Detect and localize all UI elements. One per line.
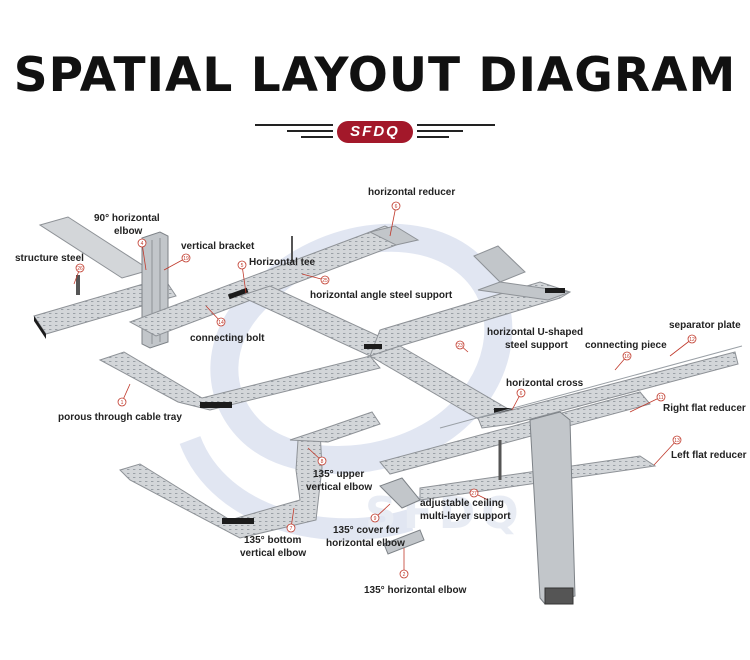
label-upper-elbow-line2: vertical elbow — [306, 482, 372, 493]
divider-line — [287, 130, 333, 132]
svg-text:8: 8 — [321, 459, 324, 465]
tray-top-left — [33, 216, 177, 339]
svg-text:12: 12 — [689, 337, 695, 343]
callout-horizontal-cross: 6 — [516, 388, 526, 398]
label-horizontal-tee: Horizontal tee — [249, 257, 316, 268]
callouts: 6 4 19 26 5 25 14 23 12 16 6 1 11 13 8 2… — [75, 201, 697, 579]
callout-ceiling-support: 27 — [469, 488, 479, 498]
svg-text:9: 9 — [374, 516, 377, 522]
label-right-reducer: Right flat reducer — [663, 403, 746, 414]
label-u-support-line2: steel support — [505, 340, 568, 351]
label-bottom-elbow-line2: vertical elbow — [240, 548, 306, 559]
callout-vertical-bracket: 19 — [181, 253, 191, 263]
label-left-reducer: Left flat reducer — [671, 450, 747, 461]
label-separator-plate: separator plate — [669, 320, 741, 331]
svg-text:19: 19 — [183, 256, 189, 262]
divider-line — [417, 124, 495, 126]
callout-elbow-90: 4 — [137, 238, 147, 248]
callout-connecting-piece: 16 — [622, 351, 632, 361]
divider-line — [255, 124, 333, 126]
brand-divider: SFDQ — [0, 118, 750, 148]
callout-u-support: 23 — [455, 340, 465, 350]
callout-structure-steel: 26 — [75, 263, 85, 273]
label-horizontal-cross: horizontal cross — [506, 378, 584, 389]
label-angle-support: horizontal angle steel support — [310, 290, 453, 301]
label-upper-elbow-line1: 135° upper — [313, 469, 364, 480]
svg-text:23: 23 — [457, 343, 463, 349]
svg-text:6: 6 — [520, 391, 523, 397]
label-connecting-bolt: connecting bolt — [190, 333, 265, 344]
label-cover-elbow-line1: 135° cover for — [333, 525, 399, 536]
label-porous-tray: porous through cable tray — [58, 412, 182, 423]
callout-right-reducer: 11 — [656, 392, 666, 402]
callout-upper-elbow: 8 — [317, 456, 327, 466]
tray-lower-left — [119, 411, 425, 555]
callout-cover-elbow: 9 — [370, 513, 380, 523]
divider-line — [417, 136, 449, 138]
divider-line — [301, 136, 333, 138]
svg-text:26: 26 — [77, 266, 83, 272]
label-90-elbow-line1: 90° horizontal — [94, 213, 160, 224]
label-bottom-elbow-line1: 135° bottom — [244, 535, 301, 546]
callout-horizontal-elbow: 2 — [399, 569, 409, 579]
label-cover-elbow-line2: horizontal elbow — [326, 538, 405, 549]
callout-horizontal-tee: 5 — [237, 260, 247, 270]
label-ceiling-support-line2: multi-layer support — [420, 511, 511, 522]
svg-text:2: 2 — [403, 572, 406, 578]
label-ceiling-support-line1: adjustable ceiling — [420, 498, 504, 509]
label-u-support-line1: horizontal U-shaped — [487, 327, 583, 338]
label-structure-steel: structure steel — [15, 253, 84, 264]
brand-logo: SFDQ — [337, 121, 413, 143]
label-connecting-piece: connecting piece — [585, 340, 667, 351]
svg-text:11: 11 — [658, 395, 663, 401]
page-title: SPATIAL LAYOUT DIAGRAM — [13, 48, 737, 103]
callout-angle-support: 25 — [320, 275, 330, 285]
callout-horizontal-reducer: 6 — [391, 201, 401, 211]
labels: horizontal reducer 90° horizontal elbow … — [15, 187, 747, 596]
svg-text:13: 13 — [674, 438, 680, 444]
svg-text:16: 16 — [624, 354, 630, 360]
vertical-riser — [498, 411, 576, 605]
porous-through-cable-tray — [98, 351, 381, 411]
svg-text:6: 6 — [395, 204, 398, 210]
callout-bottom-elbow: 7 — [286, 523, 296, 533]
divider-line — [417, 130, 463, 132]
svg-text:1: 1 — [121, 400, 124, 406]
svg-text:27: 27 — [471, 491, 477, 497]
label-90-elbow-line2: elbow — [114, 226, 143, 237]
callout-left-reducer: 13 — [672, 435, 682, 445]
label-vertical-bracket: vertical bracket — [181, 241, 255, 252]
tray-upper-main — [128, 225, 420, 337]
callout-connecting-bolt: 14 — [216, 317, 226, 327]
svg-text:4: 4 — [141, 241, 144, 247]
svg-text:5: 5 — [241, 263, 244, 269]
svg-text:7: 7 — [290, 526, 293, 532]
svg-text:25: 25 — [322, 278, 328, 284]
label-horizontal-elbow: 135° horizontal elbow — [364, 585, 467, 596]
callout-porous-tray: 1 — [117, 397, 127, 407]
callout-separator-plate: 12 — [687, 334, 697, 344]
label-horizontal-reducer: horizontal reducer — [368, 187, 455, 198]
svg-text:14: 14 — [218, 320, 224, 326]
